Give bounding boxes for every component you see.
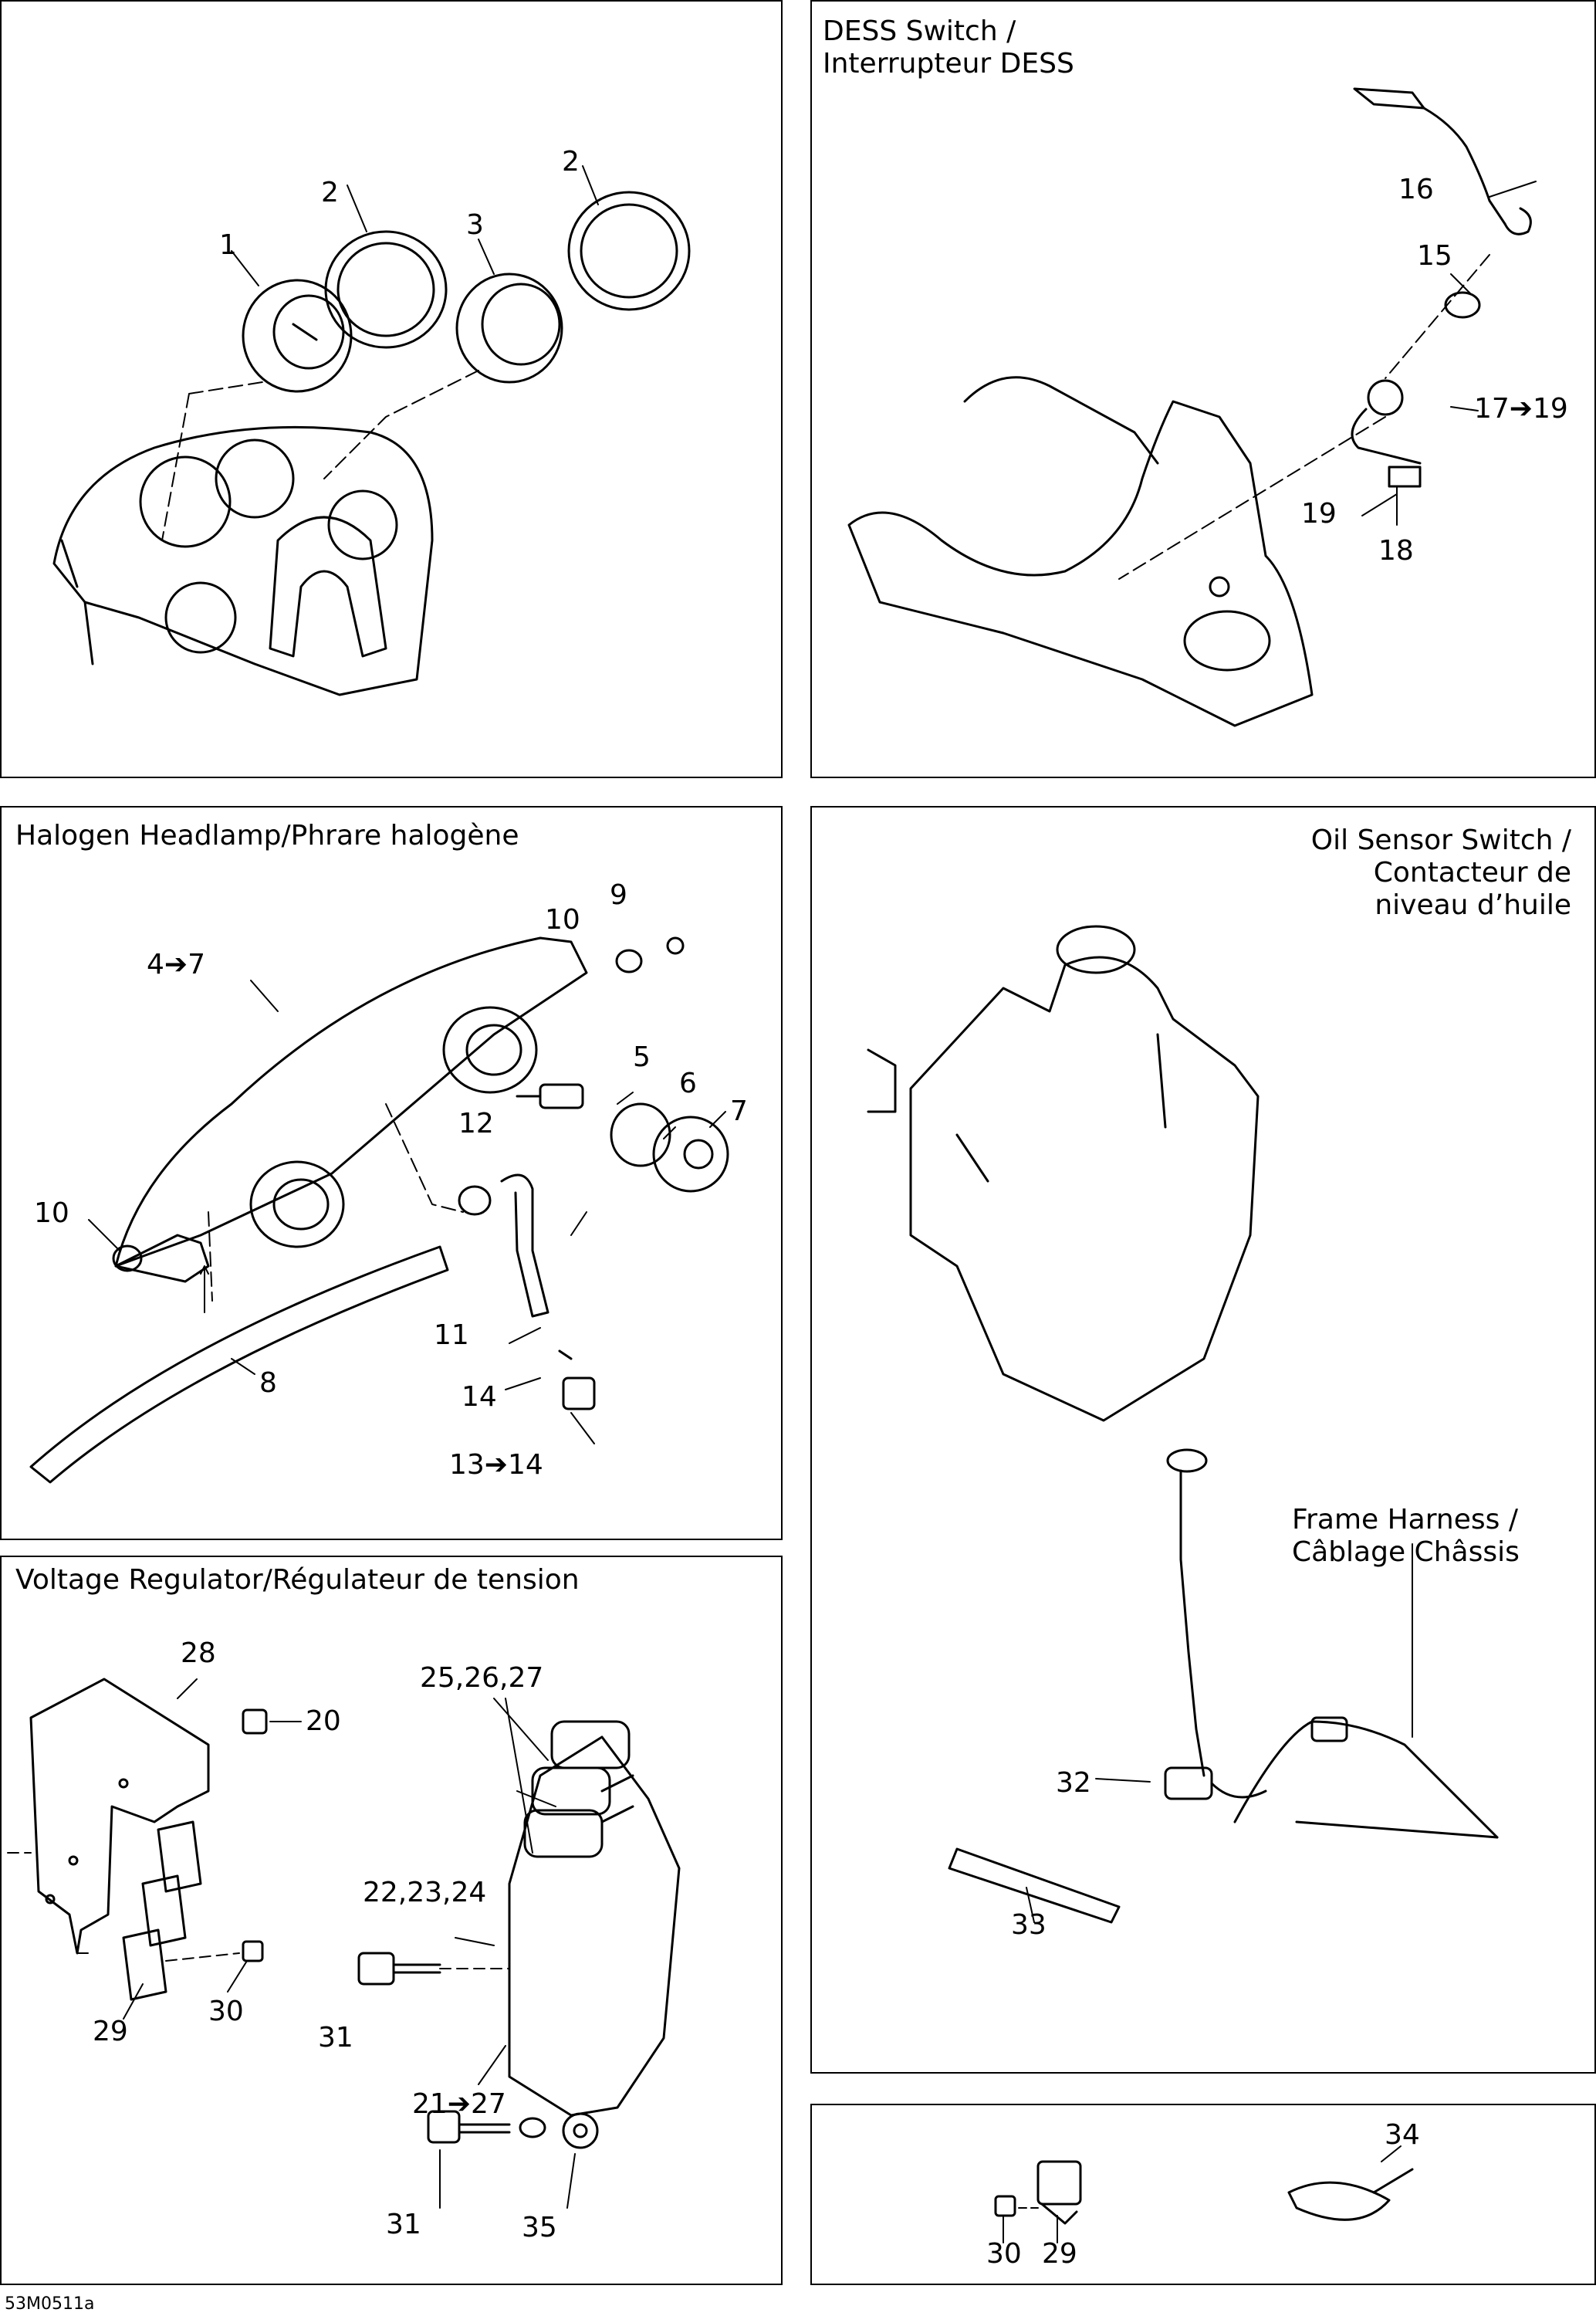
callout-11: 11	[434, 1319, 469, 1351]
callout-4-7: 4➔7	[147, 949, 205, 980]
headlamp-retainer-6-drawing	[610, 1102, 671, 1167]
callout-12: 12	[458, 1108, 494, 1139]
callout-20: 20	[306, 1705, 341, 1737]
callout-35: 35	[522, 2212, 557, 2243]
frame-harness-title-line2: Câblage Châssis	[1292, 1536, 1520, 1568]
callout-16: 16	[1398, 174, 1434, 205]
callout-10-lower: 10	[34, 1197, 69, 1229]
callout-22-23-24: 22,23,24	[363, 1877, 487, 1908]
headlamp-connector-13-drawing	[558, 1349, 596, 1410]
bezel-2-left-drawing	[324, 230, 448, 349]
oil-sleeve-33-drawing	[948, 1847, 1121, 1924]
regulator-bracket-28-drawing	[29, 1678, 210, 1955]
headlamp-grommet-12-drawing	[458, 1185, 492, 1216]
callout-29: 29	[93, 2016, 128, 2047]
callout-34: 34	[1385, 2119, 1420, 2151]
regulator-bolt-31-lower-drawing	[427, 2110, 546, 2144]
callout-32: 32	[1056, 1767, 1091, 1799]
gauge-housing-drawing	[52, 425, 434, 696]
headlamp-hose-11-drawing	[500, 1173, 549, 1318]
callout-31-lower: 31	[386, 2209, 421, 2240]
callout-9: 9	[610, 879, 627, 911]
callout-14: 14	[462, 1381, 497, 1413]
oil-sensor-title-line3: niveau d’huile	[1375, 889, 1571, 921]
callout-19: 19	[1301, 498, 1337, 530]
oil-sensor-title-line2: Contacteur de	[1373, 857, 1571, 889]
dess-console-drawing	[847, 376, 1314, 727]
document-id: 53M0511a	[5, 2294, 95, 2314]
halogen-headlamp-title: Halogen Headlamp/Phrare halogène	[15, 820, 519, 852]
panel-gauges	[0, 0, 783, 778]
gauge-3-drawing	[455, 273, 563, 384]
hardware-clip-29-drawing	[1036, 2160, 1082, 2225]
callout-3: 3	[466, 209, 484, 241]
callout-2-right: 2	[562, 146, 580, 178]
callout-6: 6	[679, 1068, 697, 1099]
callout-13-14: 13➔14	[449, 1449, 543, 1481]
regulator-screw-30-drawing	[242, 1940, 264, 1962]
hardware-cable-tie-34-drawing	[1287, 2168, 1414, 2221]
callout-1: 1	[219, 229, 237, 261]
gauge-1-drawing	[242, 279, 353, 393]
callout-30: 30	[208, 1996, 244, 2027]
callout-25-26-27: 25,26,27	[420, 1662, 544, 1694]
callout-5: 5	[633, 1041, 651, 1073]
callout-2-left: 2	[321, 177, 339, 208]
dess-switch-title-line1: DESS Switch /	[823, 15, 1016, 47]
hardware-screw-30-drawing	[994, 2195, 1016, 2217]
callout-15: 15	[1417, 240, 1452, 272]
callout-30-hardware: 30	[986, 2238, 1022, 2270]
oil-grommet-drawing	[1166, 1448, 1208, 1473]
callout-7: 7	[730, 1095, 748, 1127]
headlamp-cap-7-drawing	[652, 1116, 729, 1193]
frame-harness-drawing	[1233, 1716, 1499, 1839]
callout-29-hardware: 29	[1042, 2238, 1077, 2270]
callout-10-upper: 10	[545, 904, 580, 936]
panel-halogen-headlamp	[0, 806, 783, 1540]
panel-voltage-regulator	[0, 1556, 783, 2285]
callout-31-upper: 31	[318, 2022, 353, 2054]
regulator-clips-29-drawing	[122, 1820, 202, 2001]
panel-oil-sensor-switch	[810, 806, 1596, 2074]
panel-hardware	[810, 2104, 1596, 2285]
regulator-bolt-31-upper-drawing	[357, 1952, 441, 1986]
headlamp-seal-8-drawing	[29, 1245, 449, 1484]
callout-8: 8	[259, 1367, 277, 1399]
callout-21-27: 21➔27	[412, 2088, 506, 2120]
dess-switch-17-drawing	[1351, 379, 1422, 488]
dess-switch-title-line2: Interrupteur DESS	[823, 48, 1074, 80]
headlamp-bulb-5-drawing	[516, 1083, 584, 1109]
dess-coil-cord-drawing	[1353, 87, 1532, 235]
headlamp-grommet-10-drawing	[112, 936, 685, 1272]
regulator-body-drawing	[508, 1720, 681, 2117]
callout-33: 33	[1011, 1909, 1047, 1941]
oil-tank-drawing	[867, 925, 1260, 1422]
regulator-bolt-20-drawing	[242, 1708, 268, 1735]
callout-18: 18	[1378, 535, 1414, 567]
voltage-regulator-title: Voltage Regulator/Régulateur de tension	[15, 1564, 580, 1596]
oil-sensor-32-drawing	[1164, 1469, 1267, 1800]
dess-cap-15-drawing	[1444, 291, 1481, 319]
regulator-lockwasher-35-drawing	[562, 2112, 599, 2149]
panel-dess-switch	[810, 0, 1596, 778]
frame-harness-title-line1: Frame Harness /	[1292, 1504, 1518, 1536]
bezel-2-right-drawing	[567, 191, 691, 311]
headlamp-housing-drawing	[114, 936, 588, 1283]
oil-sensor-title-line1: Oil Sensor Switch /	[1310, 824, 1571, 856]
callout-28: 28	[181, 1637, 216, 1669]
callout-17-19: 17➔19	[1474, 393, 1568, 425]
